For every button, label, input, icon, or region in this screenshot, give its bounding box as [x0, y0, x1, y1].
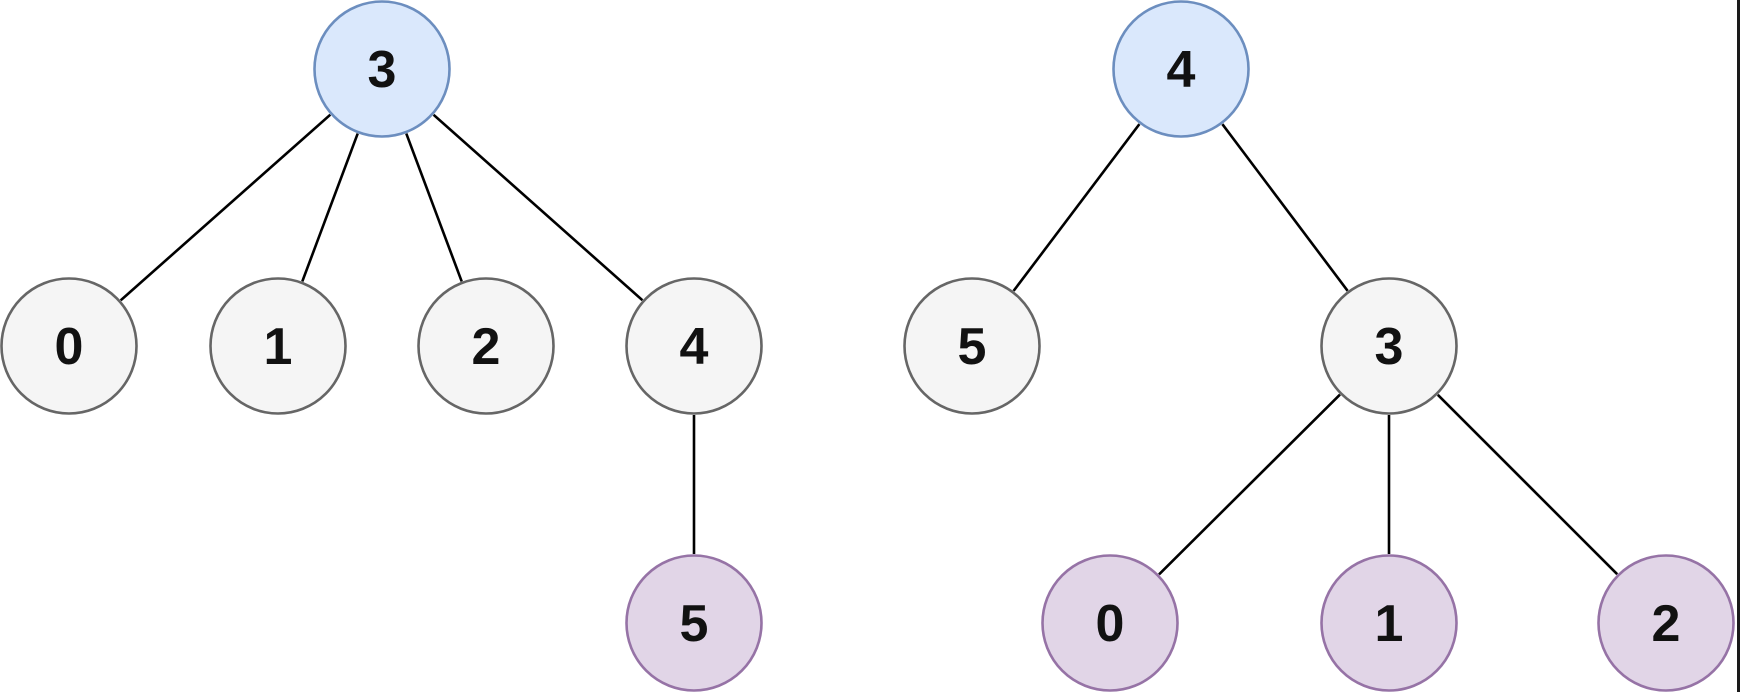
- tree-node-left-5: 5: [625, 554, 763, 692]
- tree-node-right-3: 3: [1320, 277, 1458, 415]
- edge-left-L3-L4: [432, 113, 644, 302]
- node-label: 1: [1375, 595, 1404, 653]
- node-circle: [0, 277, 138, 415]
- node-label: 3: [368, 41, 397, 99]
- node-label: 3: [1375, 318, 1404, 376]
- node-circle: [313, 0, 451, 138]
- edge-right-R4-R5: [1012, 123, 1141, 292]
- node-circle: [1320, 277, 1458, 415]
- tree-node-left-2: 2: [417, 277, 555, 415]
- edge-left-L3-L1: [301, 133, 359, 282]
- node-circle: [625, 277, 763, 415]
- edge-left-L3-L0: [119, 113, 332, 302]
- image-right-border: [1737, 0, 1740, 692]
- node-label: 5: [680, 595, 709, 653]
- tree-node-right-4: 4: [1112, 0, 1250, 138]
- tree-node-right-2: 2: [1597, 554, 1735, 692]
- edge-left-L3-L2: [405, 133, 463, 282]
- node-label: 4: [1167, 41, 1196, 99]
- node-circle: [1041, 554, 1179, 692]
- node-circle: [417, 277, 555, 415]
- node-circle: [625, 554, 763, 692]
- edges-layer: [119, 113, 1619, 576]
- tree-node-left-4: 4: [625, 277, 763, 415]
- node-circle: [209, 277, 347, 415]
- edge-right-R3-R2: [1436, 393, 1619, 576]
- node-label: 2: [472, 318, 501, 376]
- node-label: 2: [1652, 595, 1681, 653]
- tree-node-right-1: 1: [1320, 554, 1458, 692]
- node-label: 0: [1096, 595, 1125, 653]
- tree-node-right-0: 0: [1041, 554, 1179, 692]
- node-label: 1: [264, 318, 293, 376]
- node-label: 0: [55, 318, 84, 376]
- edge-right-R4-R3: [1221, 123, 1349, 292]
- tree-node-left-0: 0: [0, 277, 138, 415]
- node-circle: [903, 277, 1041, 415]
- tree-node-left-1: 1: [209, 277, 347, 415]
- edge-right-R3-R0: [1158, 393, 1341, 576]
- node-circle: [1320, 554, 1458, 692]
- tree-node-right-5: 5: [903, 277, 1041, 415]
- node-circle: [1597, 554, 1735, 692]
- node-label: 4: [680, 318, 709, 376]
- node-label: 5: [958, 318, 987, 376]
- tree-node-left-3: 3: [313, 0, 451, 138]
- node-circle: [1112, 0, 1250, 138]
